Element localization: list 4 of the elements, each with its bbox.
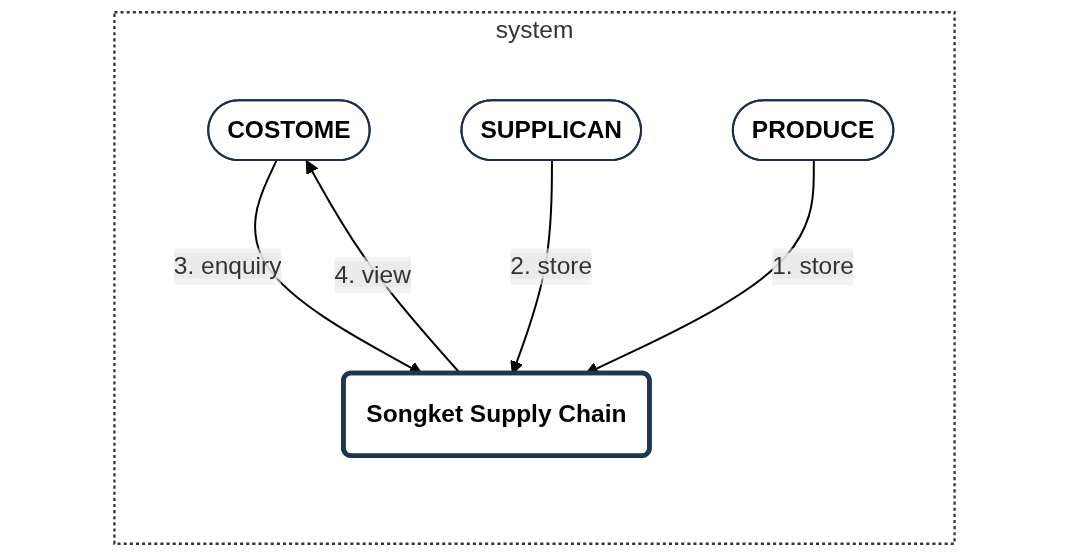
edge-label: 2. store	[510, 252, 593, 279]
edge-label: 4. view	[334, 261, 411, 288]
edge-label: 3. enquiry	[173, 252, 282, 279]
edge-label: 1. store	[772, 252, 854, 279]
